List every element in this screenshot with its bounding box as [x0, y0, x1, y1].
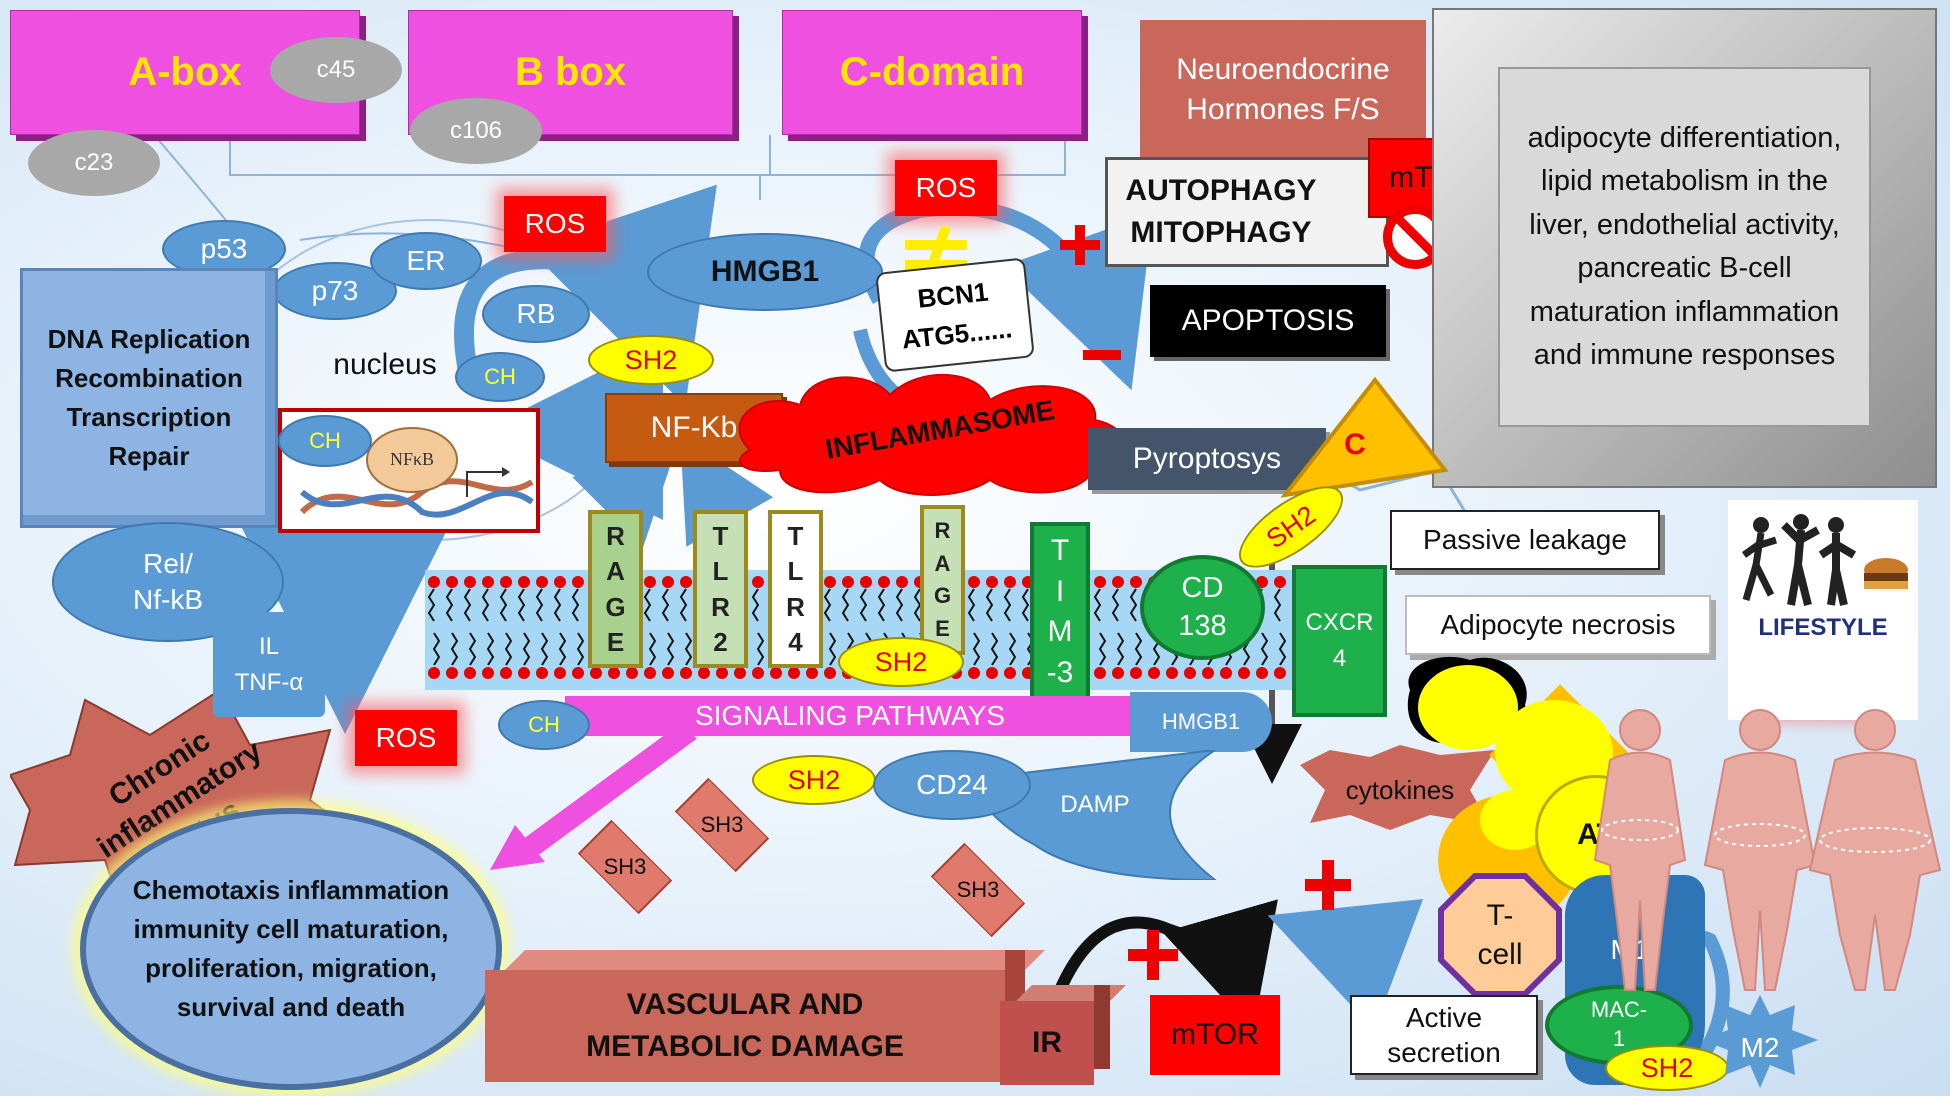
- ros-box-upper-center: ROS: [895, 160, 997, 216]
- hmgb1-small-box: HMGB1: [1130, 692, 1272, 752]
- cytokines-shape: [1300, 745, 1495, 830]
- dna-helix-icon: [299, 427, 534, 518]
- ros-box-left: ROS: [355, 710, 457, 766]
- signaling-pathways-bar: SIGNALING PATHWAYS: [565, 696, 1135, 736]
- tcell-outline: [1438, 873, 1562, 997]
- c-label: C: [1344, 428, 1366, 461]
- tlr4-letter-3: R: [786, 591, 805, 622]
- rb-oval: RB: [482, 285, 590, 343]
- sh3-diamond-1: SH3: [662, 777, 782, 873]
- sh3-label-3: SH3: [956, 877, 1000, 902]
- plus-icon-vascular: [1128, 930, 1178, 980]
- sh3-diamond-2: SH3: [565, 819, 685, 915]
- lifestyle-label: LIFESTYLE: [1758, 614, 1888, 641]
- rage2-letter-3: G: [933, 583, 952, 609]
- il-tnf-box: IL TNF-α: [213, 612, 325, 717]
- sh2-oval-mac1: SH2: [1605, 1045, 1729, 1091]
- tlr2-letter-2: L: [712, 556, 729, 587]
- m2-star: [1702, 995, 1818, 1088]
- rage1-letter-2: A: [606, 556, 625, 587]
- c106-oval: c106: [410, 98, 542, 164]
- c23-oval: c23: [28, 130, 160, 196]
- bcn1-atg5-box: BCN1 ATG5......: [875, 257, 1035, 373]
- plus-icon: [1060, 225, 1100, 265]
- rage1-letter-4: E: [606, 626, 625, 657]
- sh3-diamond-3: SH3: [918, 842, 1038, 938]
- tim3-letter-4: -3: [1046, 655, 1074, 689]
- hmgb1-oval: HMGB1: [647, 233, 883, 311]
- nfkb-dna-image: NFκB: [278, 408, 540, 533]
- tlr2-letter-1: T: [712, 521, 729, 552]
- tim3-letter-1: T: [1050, 534, 1070, 568]
- rage2-letter-2: A: [934, 550, 951, 576]
- sh2-oval-cd24: SH2: [752, 755, 876, 805]
- apoptosis-box: APOPTOSIS: [1150, 285, 1386, 357]
- minus-icon: [1083, 350, 1121, 360]
- functions-box: adipocyte differentiation, lipid metabol…: [1498, 67, 1871, 427]
- autophagy-box: AUTOPHAGY MITOPHAGY: [1105, 157, 1389, 267]
- sh3-label-2: SH3: [603, 854, 647, 879]
- cxcr4-box: CXCR 4: [1292, 565, 1387, 717]
- tlr4-letter-1: T: [787, 521, 804, 552]
- rage2-letter-1: R: [934, 517, 951, 543]
- pyroptosis-box: Pyroptosys: [1088, 428, 1326, 490]
- active-secretion-box: Active secretion: [1350, 995, 1538, 1075]
- tlr2-letter-4: 2: [713, 626, 728, 657]
- vascular-damage-label: VASCULAR AND METABOLIC DAMAGE: [485, 970, 1005, 1082]
- people-silhouette-icon: [1741, 514, 1908, 606]
- mtor-bottom-box: mTOR: [1150, 995, 1280, 1075]
- ir-label: IR: [1000, 1001, 1094, 1085]
- outcomes-oval: Chemotaxis inflammation immunity cell ma…: [80, 808, 502, 1090]
- nfkb-small-label: NFκB: [389, 448, 435, 469]
- tlr4-letter-4: 4: [788, 626, 803, 657]
- rage1-letter-3: G: [605, 591, 626, 622]
- damp-label: DAMP: [1060, 791, 1130, 818]
- m2-label: M2: [1740, 1032, 1780, 1063]
- not-equal-icon: [905, 225, 967, 285]
- adipocyte-yellow-2: [1418, 665, 1518, 750]
- body-silhouettes-icon: [1593, 709, 1942, 991]
- rel-nfkb-oval: Rel/ Nf-kB: [52, 522, 284, 642]
- tim3-letter-3: M: [1047, 615, 1073, 649]
- plus-icon-immune: [1305, 860, 1351, 910]
- ir-box: IR: [1000, 985, 1126, 1085]
- tim3-letter-2: I: [1055, 574, 1065, 608]
- c45-oval: c45: [270, 37, 402, 103]
- vascular-damage-box: VASCULAR AND METABOLIC DAMAGE: [485, 950, 1045, 1082]
- neuroendocrine-box: Neuroendocrine Hormones F/S: [1140, 20, 1426, 160]
- rage2-letter-4: E: [935, 616, 950, 642]
- c-domain: C-domain: [782, 10, 1082, 135]
- cd24-oval: CD24: [873, 750, 1031, 820]
- passive-leakage-box: Passive leakage: [1390, 510, 1660, 570]
- ch-oval-signaling: CH: [498, 700, 590, 750]
- sh2-oval-membrane: SH2: [838, 637, 964, 687]
- ros-box-upper-left: ROS: [504, 196, 606, 252]
- c-triangle: [1280, 376, 1449, 498]
- sh3-label-1: SH3: [700, 812, 744, 837]
- sh2-oval-upper: SH2: [588, 335, 714, 385]
- lifestyle-panel: LIFESTYLE: [1728, 500, 1918, 720]
- adipocyte-necrosis-box: Adipocyte necrosis: [1405, 595, 1711, 655]
- ch-oval-nucleus: CH: [455, 352, 545, 402]
- nucleus-label: nucleus: [333, 348, 437, 381]
- cd138-oval: CD 138: [1140, 555, 1265, 660]
- p73-oval: p73: [273, 262, 397, 320]
- tlr4-letter-2: L: [787, 556, 804, 587]
- er-oval: ER: [370, 232, 482, 290]
- dna-functions-box: DNA Replication Recombination Transcript…: [20, 268, 278, 528]
- cytokines-label: cytokines: [1345, 774, 1455, 805]
- rage1-letter-1: R: [606, 521, 625, 552]
- ch-oval-dna: CH: [278, 415, 372, 467]
- tlr2-letter-3: R: [711, 591, 730, 622]
